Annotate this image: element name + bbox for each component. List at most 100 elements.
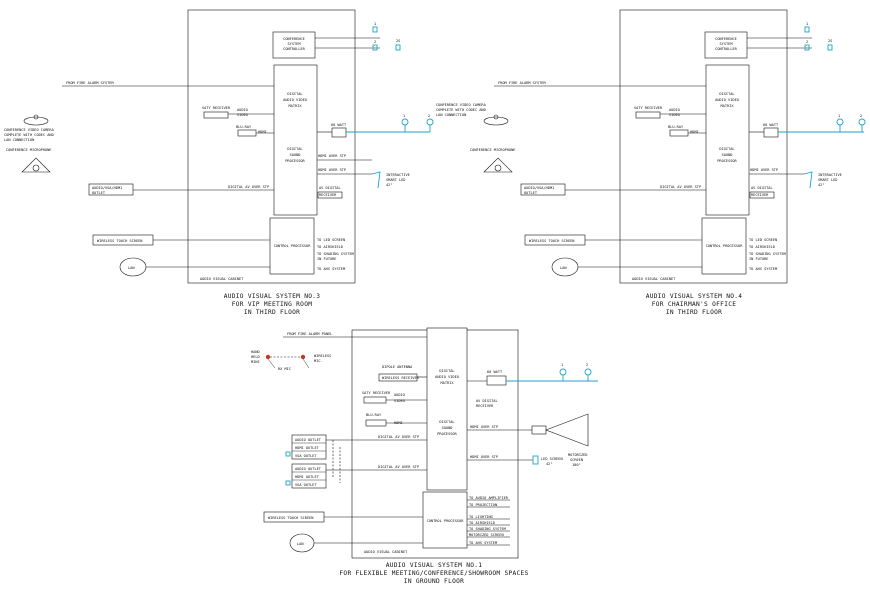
av-label: VIDEO (394, 399, 405, 403)
camera-label: COMPLETE WITH CODEC AND (436, 108, 486, 112)
output-label: TO LIGHTING (469, 515, 493, 519)
system-1-diagram: FROM FIRE ALARM PANEL DIGITAL AUDIO VIDE… (251, 327, 598, 585)
handheld-mic-label: HELD (251, 355, 260, 359)
system-3-diagram: CONFERENCE SYSTEM CONTROLLER DIGITAL AUD… (4, 9, 434, 316)
caption-floor: IN THIRD FLOOR (666, 309, 722, 316)
projector-screen-label: 100" (572, 463, 581, 467)
av-outlet-label: OUTLET (524, 191, 538, 195)
saty-label: SATY RECEIVER (362, 391, 391, 395)
av-digital-label: AV DIGITAL (476, 399, 498, 403)
hdmi-stp-label: HDMI OVER STP (750, 168, 778, 172)
av-label: VIDEO (237, 113, 248, 117)
outlet-label: VGA OUTLET (295, 454, 317, 458)
av-outlet-box (520, 183, 566, 196)
outlet-panel-b (291, 463, 327, 489)
output-label: TO PROJECTION (469, 503, 497, 507)
port-icon (827, 44, 833, 51)
dsp-label: PROCESSOR (285, 159, 305, 163)
amplifier-icon (763, 127, 779, 138)
control-processor-box (422, 491, 468, 549)
camera-label: LAN CONNECTION (436, 113, 466, 117)
amp-label: 60 WATT (331, 123, 347, 127)
outlet-label: HDMI OUTLET (295, 475, 320, 479)
bluray-label: BLU-RAY (366, 413, 382, 417)
av-digital-receiver-box (749, 191, 775, 199)
bluray-label: BLU-RAY (668, 125, 684, 129)
microphone-icon (265, 354, 271, 360)
av-outlet-box (88, 183, 134, 196)
saty-receiver-box (635, 111, 661, 119)
port-num: 1 (374, 22, 376, 26)
saty-label: SATY RECEIVER (202, 106, 231, 110)
speaker-num: 1 (838, 114, 840, 118)
output-label: TO LED SCREEN (749, 238, 777, 242)
port-num: 2 (806, 40, 808, 44)
outlet-port-icon (285, 451, 291, 457)
microphone-label: CONFERENCE MICROPHONE (470, 148, 515, 152)
port-icon (804, 26, 810, 33)
wireless-mic-label: WIRELESS (314, 354, 331, 358)
hdmi-label: HDMI (258, 130, 267, 134)
dav-label: DIGITAL (719, 92, 734, 96)
output-label: TO AIRSHIELD (317, 245, 343, 249)
port-icon (395, 44, 401, 51)
hdmi-stp-label: HDMI OVER STP (318, 168, 346, 172)
conference-controller-box (704, 31, 748, 59)
lan-label: LAN (297, 542, 304, 546)
conf-ctrl-line1: CONFERENCE (283, 37, 305, 41)
outlet-label: HDMI OUTLET (295, 446, 320, 450)
cabinet-label: AUDIO VISUAL CABINET (200, 277, 244, 281)
hdmi-stp-label: HDMI OVER STP (470, 455, 498, 459)
led-label: 42" (386, 183, 393, 187)
av-digital-label: RECEIVER (319, 193, 337, 197)
dav-stp-label: DIGITAL AV OVER STP (378, 435, 419, 439)
saty-receiver-box (363, 396, 387, 404)
camera-label: COMPLETE WITH CODEC AND (4, 133, 54, 137)
speaker-icon (426, 118, 434, 126)
output-label: TO SHADING SYSTEM (749, 252, 787, 256)
dsp-label: PROCESSOR (717, 159, 737, 163)
output-label: TO SHADING SYSTEM (317, 252, 355, 256)
wireless-receiver-box (378, 373, 418, 382)
dsp-matrix-box (705, 64, 750, 216)
fire-alarm-label: FROM FIRE ALARM PANEL (287, 332, 332, 336)
camera-label: CONFERENCE VIDEO CAMERA (436, 103, 487, 107)
output-label: IN FUTURE (317, 257, 336, 261)
touch-label: WIRELESS TOUCH SCREEN (529, 239, 574, 243)
hdmi-label: HDMI (690, 130, 699, 134)
control-processor-box (269, 217, 315, 275)
dav-label: MATRIX (441, 381, 455, 385)
wireless-mic-label: MIC. (314, 359, 323, 363)
projector-screen-label: SCREEN (570, 458, 583, 462)
speaker-icon (858, 118, 866, 126)
cabinet-label: AUDIO VISUAL CABINET (632, 277, 676, 281)
av-label: AUDIO (394, 393, 405, 397)
camera-label: CONFERENCE VIDEO CAMERA (4, 128, 55, 132)
rx-mic-label: RX MIC (278, 367, 291, 371)
port-num: 2S (828, 39, 832, 43)
dsp-matrix-box (273, 64, 318, 216)
system-4-diagram: CONFERENCE SYSTEM CONTROLLER DIGITAL AUD… (436, 9, 866, 316)
speaker-num: 1 (403, 114, 405, 118)
amplifier-icon (331, 127, 347, 138)
dav-stp-label: DIGITAL AV OVER STP (660, 185, 701, 189)
dav-label: MATRIX (721, 104, 735, 108)
smart-led-icon (371, 171, 381, 189)
dsp-label: SOUND (290, 153, 301, 157)
caption-subtitle: FOR FLEXIBLE MEETING/CONFERENCE/SHOWROOM… (339, 570, 528, 577)
led-screen-icon (532, 455, 539, 465)
av-digital-receiver-box (317, 191, 343, 199)
amp-label: 60 WATT (763, 123, 779, 127)
control-processor-box (701, 217, 747, 275)
outlet-panel-a (291, 434, 327, 460)
output-label: TO AUDIO AMPLIFIER (469, 496, 509, 500)
microphone-icon (300, 354, 306, 360)
av-label: AUDIO (669, 108, 680, 112)
handheld-mic-label: MIKE (251, 360, 260, 364)
av-digital-label: AV DIGITAL (319, 186, 341, 190)
caption-subtitle: FOR VIP MEETING ROOM (232, 301, 313, 308)
led-label: 42" (818, 183, 825, 187)
speaker-num: 2 (860, 114, 862, 118)
conf-ctrl-line: CONFERENCE (715, 37, 737, 41)
dsp-label: DIGITAL (439, 420, 454, 424)
